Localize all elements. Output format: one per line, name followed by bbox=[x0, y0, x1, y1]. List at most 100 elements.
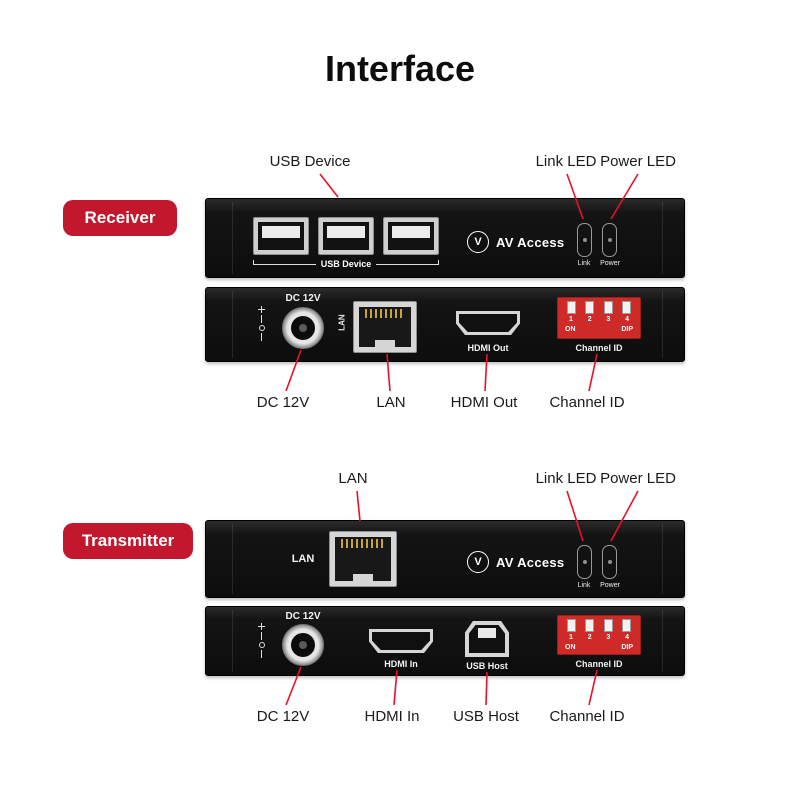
rx-callout-hdmi-out: HDMI Out bbox=[450, 394, 518, 411]
dip-slider bbox=[567, 301, 576, 314]
dip-switch: 1 2 3 4 ON DIP bbox=[557, 615, 641, 655]
bracket-line bbox=[253, 259, 316, 265]
usb-host-port bbox=[465, 621, 509, 657]
usb-device-group-label: USB Device bbox=[253, 259, 439, 269]
av-access-logo-icon: V bbox=[467, 231, 489, 253]
tx-callout-channel-id: Channel ID bbox=[549, 708, 625, 725]
tx-callout-hdmi-in: HDMI In bbox=[364, 708, 420, 725]
hdmi-slot bbox=[372, 632, 430, 650]
dip-number: 2 bbox=[587, 634, 592, 641]
dc-power-jack bbox=[282, 307, 324, 349]
brand-text: AV Access bbox=[496, 555, 565, 570]
callout-line bbox=[485, 671, 488, 706]
usb-port-3 bbox=[383, 217, 439, 255]
plus-icon bbox=[258, 623, 265, 630]
dip-number: 4 bbox=[625, 634, 629, 641]
power-led bbox=[602, 545, 617, 579]
bracket-line bbox=[376, 259, 439, 265]
dip-name-label: DIP bbox=[621, 326, 633, 333]
dip-number: 2 bbox=[587, 316, 592, 323]
panel-seam bbox=[232, 610, 233, 672]
rx-callout-usb-device: USB Device bbox=[269, 153, 351, 170]
usb-port-slot bbox=[258, 222, 304, 250]
dip-switch-row bbox=[565, 619, 633, 632]
av-access-logo-icon: V bbox=[467, 551, 489, 573]
dip-slider bbox=[621, 619, 631, 632]
page-title: Interface bbox=[324, 48, 476, 89]
transmitter-badge: Transmitter bbox=[63, 523, 193, 559]
receiver-rear-panel: DC 12V LAN HDMI Out bbox=[205, 287, 685, 362]
dip-numbers: 1 2 3 4 bbox=[565, 633, 633, 642]
panel-seam bbox=[232, 291, 233, 358]
dip-switch: 1 2 3 4 ON DIP bbox=[557, 297, 641, 339]
dip-number: 4 bbox=[625, 316, 629, 323]
panel-seam bbox=[662, 291, 663, 358]
dip-slider bbox=[621, 301, 631, 314]
usb-port-slot bbox=[323, 222, 369, 250]
dc-power-jack bbox=[282, 624, 324, 666]
dip-slider bbox=[585, 301, 595, 314]
receiver-badge: Receiver bbox=[63, 200, 177, 236]
polarity-icon bbox=[258, 623, 265, 658]
dip-name-label: DIP bbox=[621, 644, 633, 651]
tx-callout-power-led: Power LED bbox=[600, 470, 676, 487]
usb-tongue bbox=[327, 226, 365, 238]
tx-callout-lan: LAN bbox=[338, 470, 368, 487]
panel-seam bbox=[662, 610, 663, 672]
dip-slider bbox=[603, 619, 613, 632]
panel-seam bbox=[662, 524, 663, 594]
panel-seam bbox=[232, 202, 233, 274]
power-led-label: Power bbox=[600, 260, 620, 267]
lan-port bbox=[353, 301, 417, 353]
dip-foot: ON DIP bbox=[565, 643, 633, 652]
hdmi-out-port bbox=[456, 311, 520, 335]
usb-port-2 bbox=[318, 217, 374, 255]
link-led bbox=[577, 545, 592, 579]
dip-slider bbox=[585, 619, 595, 632]
dip-foot: ON DIP bbox=[565, 325, 633, 334]
dip-number: 3 bbox=[606, 316, 611, 323]
power-led bbox=[602, 223, 617, 257]
rj45-pins bbox=[365, 309, 405, 318]
usb-tongue bbox=[262, 226, 300, 238]
dc-panel-label: DC 12V bbox=[285, 611, 321, 622]
polarity-ring bbox=[258, 642, 265, 648]
led-dot bbox=[607, 238, 612, 242]
dip-number: 3 bbox=[606, 634, 611, 641]
power-led-label: Power bbox=[600, 582, 620, 589]
link-led-label: Link bbox=[577, 582, 591, 589]
plus-icon bbox=[258, 306, 265, 313]
lan-port bbox=[329, 531, 397, 587]
rj45-tab bbox=[353, 574, 373, 581]
dip-slider bbox=[603, 301, 613, 314]
lan-panel-label: LAN bbox=[291, 553, 315, 565]
callout-line bbox=[356, 490, 361, 522]
led-dot bbox=[582, 560, 587, 564]
rj45-slot bbox=[359, 307, 411, 347]
dip-on-label: ON bbox=[565, 326, 576, 333]
rx-callout-channel-id: Channel ID bbox=[549, 394, 625, 411]
transmitter-rear-panel: DC 12V HDMI In USB Host 1 bbox=[205, 606, 685, 676]
led-dot bbox=[607, 560, 612, 564]
jack-pin bbox=[299, 324, 307, 332]
tx-callout-dc: DC 12V bbox=[256, 708, 310, 725]
jack-pin bbox=[299, 641, 307, 649]
polarity-line bbox=[261, 333, 262, 341]
panel-seam bbox=[232, 524, 233, 594]
usb-port-slot bbox=[388, 222, 434, 250]
channel-panel-label: Channel ID bbox=[575, 659, 623, 669]
polarity-line bbox=[261, 650, 262, 658]
polarity-icon bbox=[258, 306, 265, 341]
dip-on-label: ON bbox=[565, 644, 576, 651]
rj45-tab bbox=[375, 340, 395, 347]
polarity-ring bbox=[258, 325, 265, 331]
tx-callout-link-led: Link LED bbox=[535, 470, 597, 487]
usb-host-panel-label: USB Host bbox=[466, 661, 508, 671]
led-dot bbox=[582, 238, 587, 242]
dc-panel-label: DC 12V bbox=[285, 293, 321, 304]
hdmi-panel-label: HDMI In bbox=[384, 659, 418, 669]
brand-text: AV Access bbox=[496, 235, 565, 250]
rx-callout-lan: LAN bbox=[376, 394, 406, 411]
usb-tongue bbox=[392, 226, 430, 238]
